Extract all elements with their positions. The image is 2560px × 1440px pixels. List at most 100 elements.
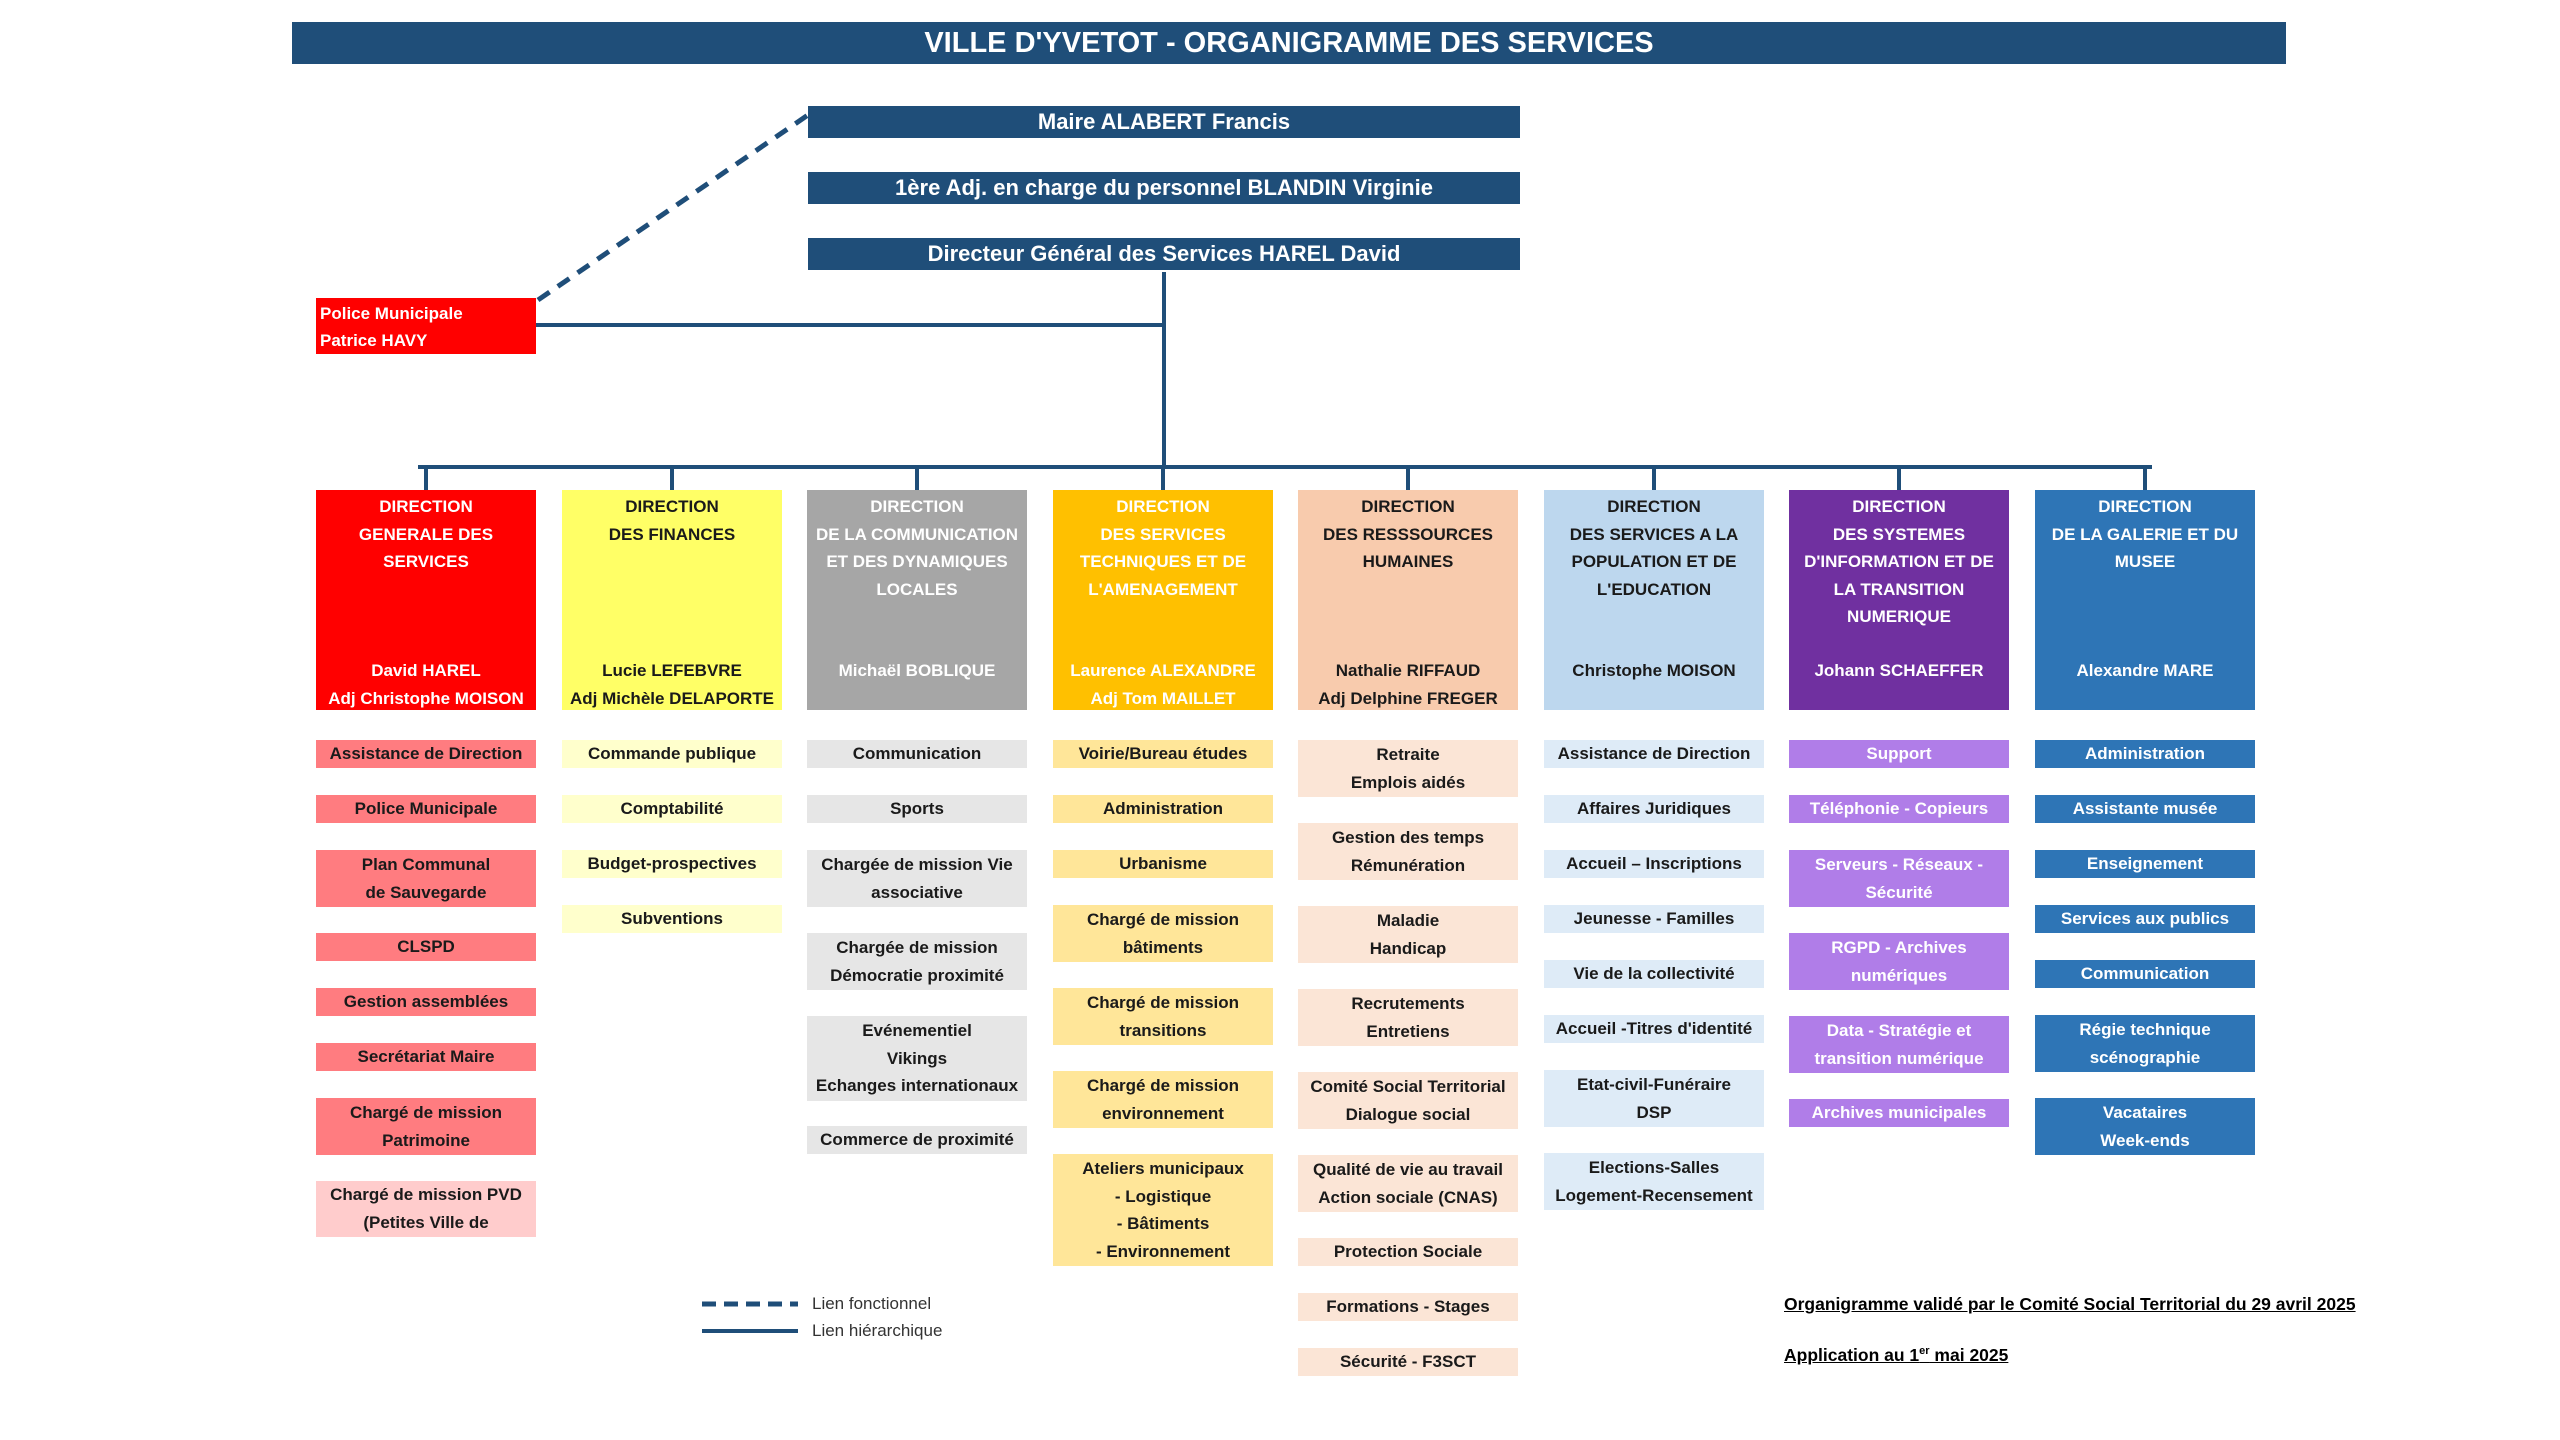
service-label: Services aux publics: [2060, 909, 2230, 928]
service-box: Gestion assemblées: [316, 988, 536, 1016]
service-label: Assistante musée: [2072, 799, 2218, 818]
service-label: Sports: [890, 799, 944, 818]
direction-title-line: HUMAINES: [1362, 552, 1454, 571]
service-box: Affaires Juridiques: [1544, 795, 1764, 823]
service-label: Administration: [1103, 799, 1223, 818]
service-label: Chargé de mission: [349, 1103, 503, 1122]
service-label: Support: [1866, 744, 1932, 763]
service-label: Vie de la collectivité: [1573, 964, 1735, 983]
service-label: Qualité de vie au travail: [1313, 1160, 1503, 1179]
direction-title-line: DES FINANCES: [608, 524, 736, 544]
service-label: Gestion assemblées: [343, 992, 509, 1011]
direction-title-line: DIRECTION: [1852, 497, 1946, 516]
application-sup: er: [1919, 1345, 1930, 1358]
service-label: Plan Communal: [361, 855, 491, 874]
service-box: Accueil – Inscriptions: [1544, 850, 1764, 878]
direction-staff-name: Adj Delphine FREGER: [1318, 688, 1498, 708]
service-label: Comité Social Territorial: [1310, 1077, 1506, 1096]
direction-title-line: LA TRANSITION: [1833, 579, 1965, 599]
direction-title-line: DIRECTION: [2098, 497, 2192, 516]
service-box: Accueil -Titres d'identité: [1544, 1015, 1764, 1043]
service-label: Dialogue social: [1345, 1104, 1471, 1124]
service-label: Commande publique: [587, 744, 757, 763]
direction-staff: Laurence ALEXANDRE Adj Tom MAILLET: [1053, 657, 1273, 712]
direction-title-line: DIRECTION: [870, 497, 964, 516]
service-label: Formations - Stages: [1326, 1297, 1490, 1316]
direction-title-line: DES SERVICES A LA: [1569, 524, 1739, 544]
direction-staff-name: Nathalie RIFFAUD: [1335, 661, 1481, 680]
service-box: Support: [1789, 740, 2009, 768]
direction-staff: Christophe MOISON: [1544, 657, 1764, 685]
service-label: Chargé de mission: [1086, 910, 1240, 929]
service-label: Sécurité - F3SCT: [1339, 1352, 1477, 1371]
direction-staff-name: Christophe MOISON: [1572, 661, 1736, 680]
direction-title-line: DES SERVICES: [1100, 524, 1226, 544]
service-label: Communication: [2080, 964, 2210, 983]
service-label: environnement: [1102, 1103, 1224, 1123]
service-label: Emplois aidés: [1350, 772, 1466, 792]
direction-staff-name: Michaël BOBLIQUE: [838, 661, 996, 680]
service-box: Jeunesse - Familles: [1544, 905, 1764, 933]
service-label: Assistance de Direction: [1557, 744, 1751, 763]
service-label: de Sauvegarde: [365, 882, 487, 902]
service-box: Police Municipale: [316, 795, 536, 823]
service-label: Administration: [2085, 744, 2205, 763]
service-box: Assistance de Direction: [316, 740, 536, 768]
service-label: Régie technique: [2079, 1020, 2211, 1039]
dashed-line-icon: [702, 1301, 798, 1307]
service-label: Chargée de mission Vie: [821, 855, 1013, 874]
service-box: Subventions: [562, 905, 782, 933]
direction-staff-name: Laurence ALEXANDRE: [1070, 661, 1256, 680]
service-box: Chargée de mission Vie associative: [807, 850, 1027, 907]
service-box: Sports: [807, 795, 1027, 823]
service-box: Téléphonie - Copieurs: [1789, 795, 2009, 823]
service-label: Enseignement: [2086, 854, 2204, 873]
direction-title-line: LOCALES: [876, 579, 958, 599]
direction-title-line: DE LA COMMUNICATION: [815, 524, 1019, 544]
service-label: Vikings: [886, 1048, 948, 1068]
service-box: Chargé de mission PVD(Petites Ville de: [316, 1181, 536, 1237]
service-label: transitions: [1119, 1020, 1207, 1040]
service-label: Etat-civil-Funéraire: [1577, 1075, 1731, 1094]
service-label: Téléphonie - Copieurs: [1809, 799, 1989, 818]
direction-staff-name: Adj Tom MAILLET: [1090, 688, 1236, 708]
direction-staff-name: Lucie LEFEBVRE: [602, 661, 742, 680]
service-box: Commande publique: [562, 740, 782, 768]
direction-staff: Johann SCHAEFFER: [1789, 657, 2009, 685]
service-label: Data - Stratégie et: [1826, 1021, 1972, 1040]
service-label: Gestion des temps: [1331, 828, 1485, 847]
service-label: Affaires Juridiques: [1577, 799, 1731, 818]
legend-functional: Lien fonctionnel: [700, 1294, 931, 1313]
service-label: Sécurité: [1865, 882, 1933, 902]
service-label: associative: [871, 882, 963, 902]
service-label: Retraite: [1376, 745, 1440, 764]
service-label: Comptabilité: [620, 799, 724, 818]
service-box: Ateliers municipaux- Logistique- Bâtimen…: [1053, 1154, 1273, 1266]
direction-staff-name: David HAREL: [371, 661, 481, 680]
service-label: Chargée de mission: [836, 938, 998, 957]
direction-title-line: DIRECTION: [1361, 497, 1455, 516]
service-box: Serveurs - Réseaux -Sécurité: [1789, 850, 2009, 907]
service-label: Archives municipales: [1811, 1103, 1987, 1122]
service-box: Formations - Stages: [1298, 1293, 1518, 1321]
legend-functional-label: Lien fonctionnel: [812, 1294, 932, 1313]
service-label: Police Municipale: [354, 799, 498, 818]
